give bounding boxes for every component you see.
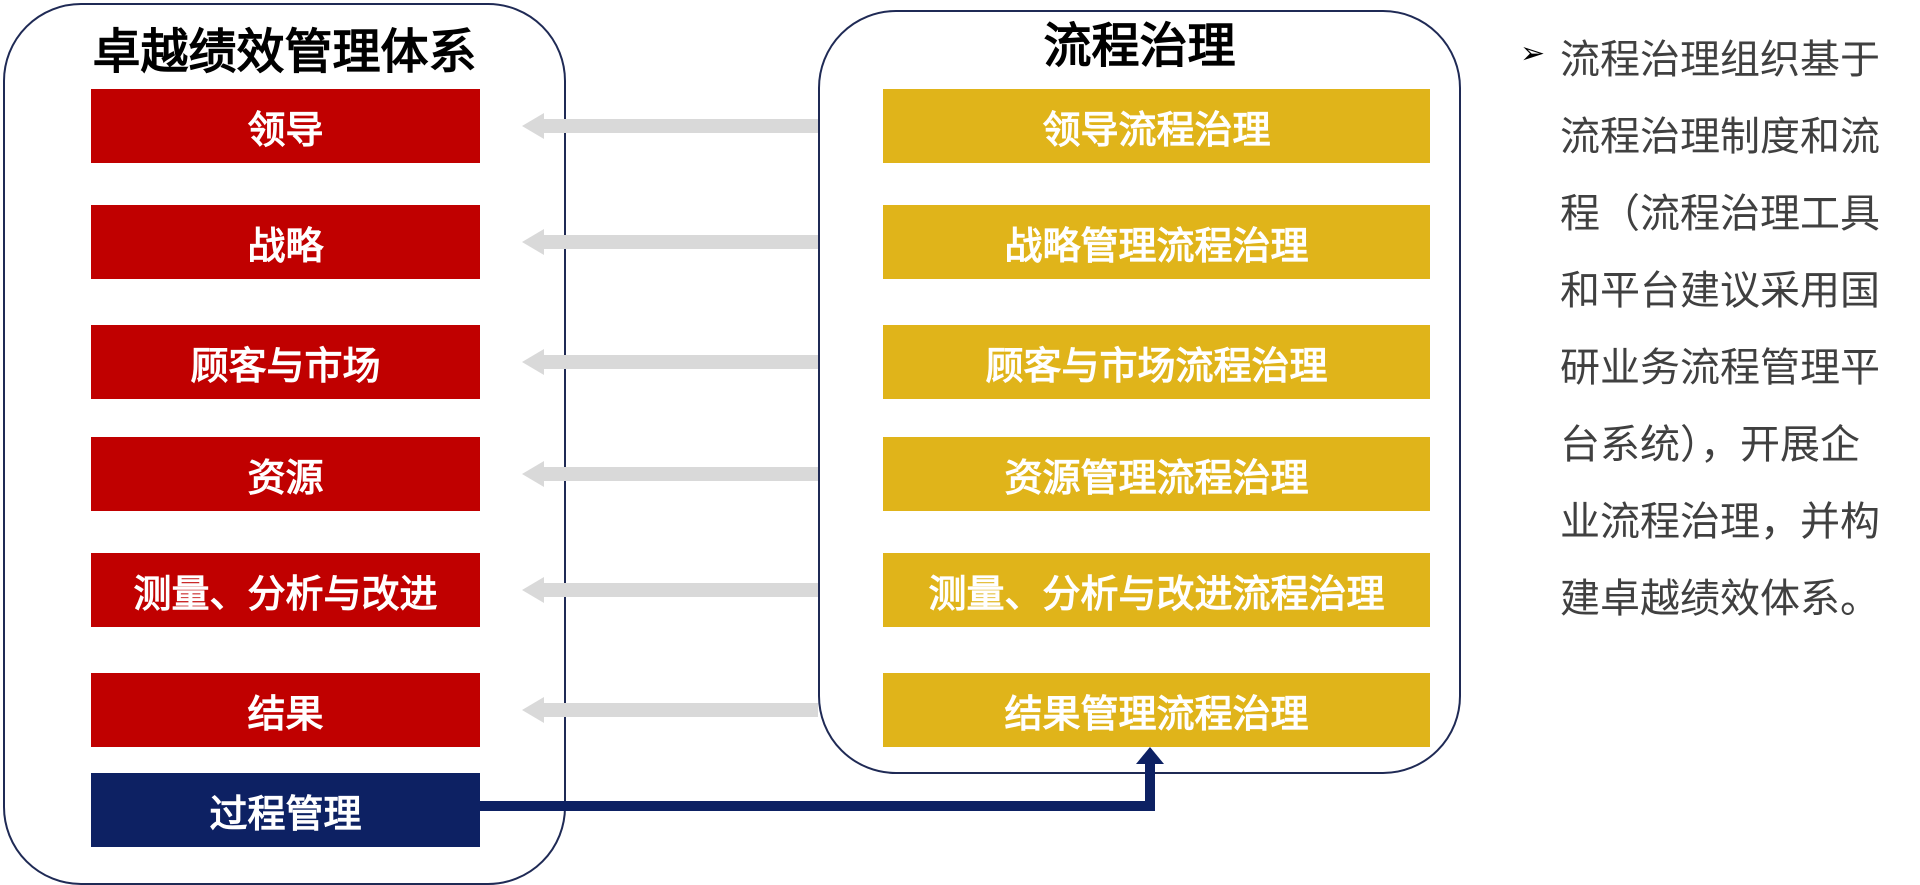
description-text: 流程治理组织基于流程治理制度和流程（流程治理工具和平台建议采用国研业务流程管理平… [1560, 37, 1880, 622]
left-item-leadership: 领导 [91, 89, 480, 163]
arrow-leadership [522, 113, 818, 139]
right-item-results-governance: 结果管理流程治理 [883, 673, 1430, 747]
process-governance-title: 流程治理 [1043, 18, 1236, 74]
left-item-resources: 资源 [91, 437, 480, 511]
arrow-strategy [522, 229, 818, 255]
arrow-resources [522, 461, 818, 487]
left-item-measurement: 测量、分析与改进 [91, 553, 480, 627]
process-governance-panel [818, 10, 1461, 774]
excellence-system-title: 卓越绩效管理体系 [92, 24, 477, 80]
arrow-customer-market [522, 349, 818, 375]
right-item-strategy-governance: 战略管理流程治理 [883, 205, 1430, 279]
arrow-measurement [522, 577, 818, 603]
right-item-measurement-governance: 测量、分析与改进流程治理 [883, 553, 1430, 627]
left-item-customer-market: 顾客与市场 [91, 325, 480, 399]
right-item-resources-governance: 资源管理流程治理 [883, 437, 1430, 511]
arrow-results [522, 697, 818, 723]
process-management-box: 过程管理 [91, 773, 480, 847]
left-item-results: 结果 [91, 673, 480, 747]
right-item-customer-governance: 顾客与市场流程治理 [883, 325, 1430, 399]
arrow-bullet-icon: ➢ [1520, 36, 1546, 71]
left-item-strategy: 战略 [91, 205, 480, 279]
right-item-leadership-governance: 领导流程治理 [883, 89, 1430, 163]
